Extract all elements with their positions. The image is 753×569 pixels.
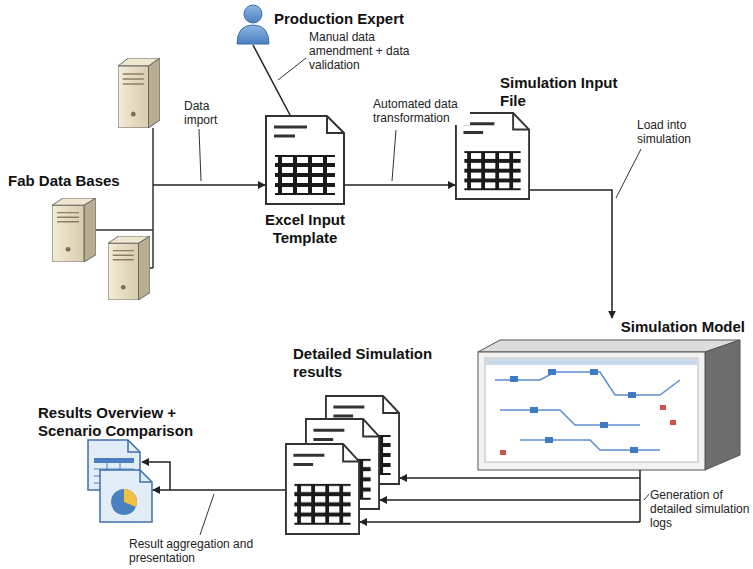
illustration-part bbox=[590, 369, 598, 375]
illustration-part bbox=[140, 470, 152, 482]
flow-arrow bbox=[253, 45, 290, 115]
illustration-part bbox=[118, 58, 160, 128]
illustration-part bbox=[266, 116, 344, 204]
illustration-part bbox=[96, 128, 153, 268]
connector-line bbox=[400, 477, 640, 479]
illustration-part bbox=[108, 236, 150, 300]
simulation-box bbox=[478, 340, 740, 470]
illustration-part bbox=[510, 369, 638, 453]
connector-line bbox=[153, 489, 285, 491]
connector-line bbox=[253, 45, 290, 115]
illustration-part bbox=[478, 340, 740, 352]
illustration-part bbox=[485, 358, 698, 462]
edge-label: Automated data transformation bbox=[372, 97, 470, 125]
flow-arrow bbox=[345, 185, 455, 186]
flow-arrow bbox=[360, 470, 640, 522]
edge-label: Result aggregation and presentation bbox=[128, 537, 280, 565]
illustration-part bbox=[630, 447, 638, 453]
edge-label: Load into simulation bbox=[636, 118, 718, 146]
illustration-part bbox=[199, 129, 201, 181]
node-heading: Simulation Model bbox=[478, 318, 745, 336]
node-heading: Detailed Simulation results bbox=[293, 345, 433, 381]
edge-label: Generation of detailed simulation logs bbox=[649, 488, 752, 530]
illustration-part bbox=[244, 5, 262, 23]
flow-arrow bbox=[530, 190, 612, 318]
illustration-part bbox=[510, 376, 518, 382]
illustration-part bbox=[486, 359, 697, 365]
illustration-part bbox=[237, 25, 269, 44]
illustration-part bbox=[124, 489, 137, 507]
node-heading: Excel Input Template bbox=[250, 211, 360, 247]
illustration-part bbox=[94, 458, 134, 463]
illustration-part bbox=[600, 422, 608, 428]
results-icons: Results Overview + Scenario Comparison bbox=[85, 440, 152, 522]
illustration-part bbox=[660, 405, 666, 410]
connector-line bbox=[360, 521, 640, 523]
database-group: Fab Data Bases bbox=[50, 58, 153, 300]
illustration-part bbox=[530, 407, 538, 413]
illustration-part bbox=[500, 450, 506, 455]
illustration-part bbox=[278, 58, 306, 80]
illustration-part bbox=[670, 420, 676, 425]
flow-arrow bbox=[153, 185, 265, 186]
flow-arrow bbox=[142, 462, 285, 490]
illustration-part bbox=[100, 470, 152, 522]
illustration-part bbox=[628, 392, 636, 398]
document-node: Simulation Input File bbox=[455, 112, 530, 200]
edge-label: Manual data amendment + data validation bbox=[308, 30, 428, 72]
illustration-part bbox=[286, 444, 359, 534]
illustration-part bbox=[52, 198, 96, 262]
illustration-part bbox=[128, 440, 140, 452]
illustration-part bbox=[616, 149, 641, 198]
node-heading: Fab Data Bases bbox=[8, 172, 138, 190]
illustration-part bbox=[705, 340, 740, 470]
connector-line bbox=[530, 190, 612, 318]
connector-line bbox=[380, 499, 640, 501]
document-node: Excel Input Template bbox=[265, 115, 345, 205]
illustration-part bbox=[478, 352, 705, 470]
document-icons bbox=[266, 113, 529, 534]
illustration-part bbox=[500, 405, 676, 455]
leader-lines bbox=[199, 58, 650, 535]
result-icons bbox=[88, 440, 152, 522]
node-heading: Results Overview + Scenario Comparison bbox=[38, 404, 238, 440]
document-stack: Detailed Simulation results bbox=[285, 395, 400, 535]
illustration-part bbox=[392, 130, 396, 181]
node-heading: Production Expert bbox=[274, 10, 424, 28]
node-heading: Simulation Input File bbox=[500, 74, 640, 110]
connector-line bbox=[345, 184, 455, 186]
illustration-part bbox=[495, 372, 680, 450]
person-icon bbox=[237, 5, 269, 44]
person-node: Production Expert bbox=[236, 4, 270, 44]
illustration-part bbox=[111, 489, 137, 515]
edge-label: Data import bbox=[183, 99, 231, 127]
illustration-part bbox=[545, 437, 553, 443]
connector-line bbox=[142, 462, 170, 490]
illustration-part bbox=[200, 494, 214, 535]
illustration-part bbox=[456, 113, 529, 199]
illustration-part bbox=[548, 369, 556, 375]
simulation-model-box: Simulation Model bbox=[478, 318, 745, 470]
connector-line bbox=[153, 184, 265, 186]
